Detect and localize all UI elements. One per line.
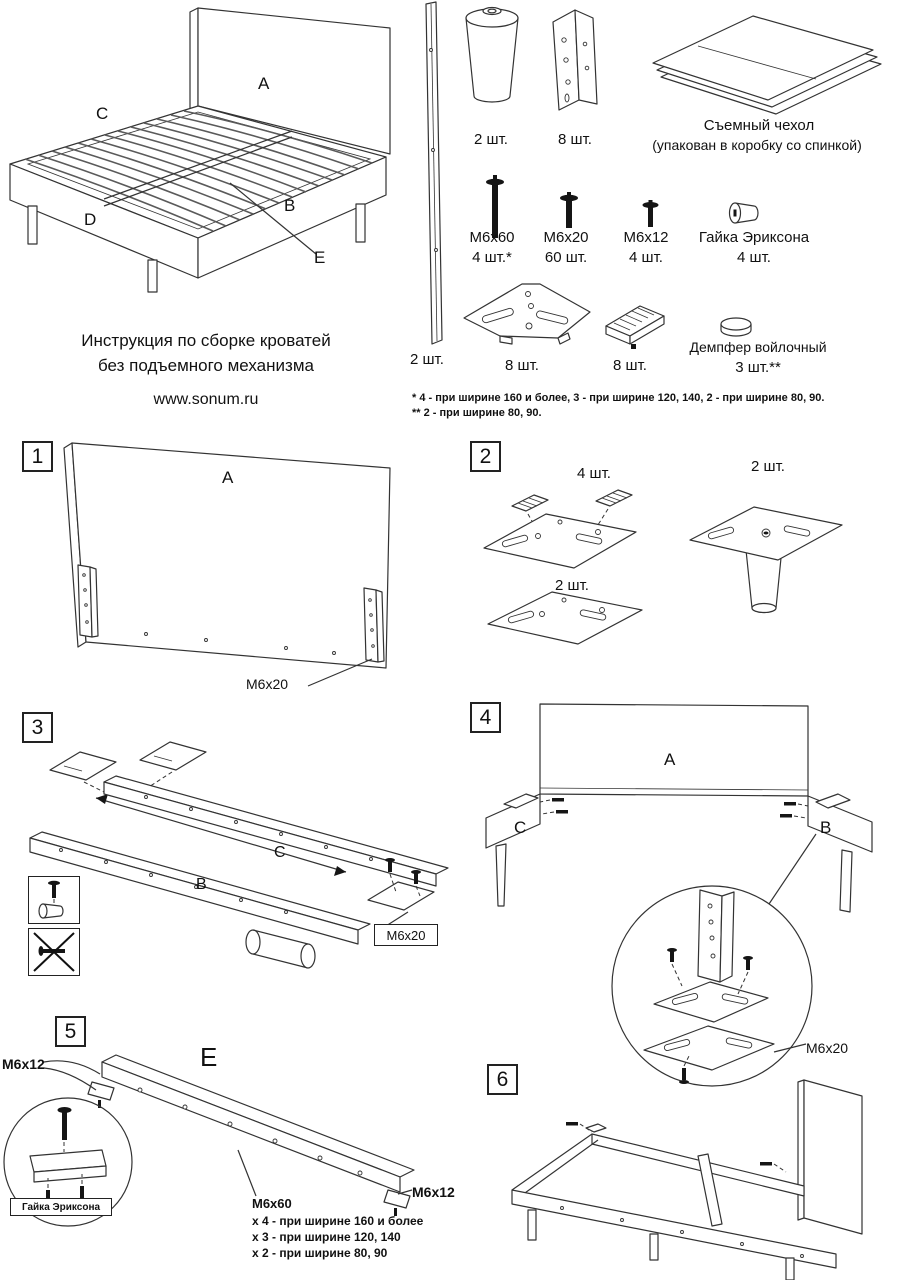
bolt-m6x20-name: М6х20 <box>543 229 589 246</box>
bolt-m6x60-qty: 4 шт.* <box>472 249 512 266</box>
doc-title-line2: без подъемного механизма <box>98 356 314 375</box>
step3-number: 3 <box>22 712 53 743</box>
step1-number: 1 <box>22 441 53 472</box>
footnote-1: * 4 - при ширине 160 и более, 3 - при ши… <box>412 392 825 404</box>
step5-bolt-center-label: М6х60 <box>252 1196 292 1211</box>
step2-qty-bottom: 2 шт. <box>555 577 589 594</box>
step6-frame-drawing <box>511 1079 863 1280</box>
step3-allowed-fastener-icon <box>28 876 80 924</box>
overview-label-b: B <box>284 196 296 215</box>
crossed-out-screw-icon <box>33 932 75 972</box>
bolt-m6x12-icon <box>642 200 659 227</box>
step4-label-b: B <box>820 818 832 837</box>
step2-qty-right: 2 шт. <box>751 458 785 475</box>
rail-qty-label: 2 шт. <box>410 351 444 368</box>
step4-assembly-drawing <box>485 703 873 1087</box>
bolt-m6x60-icon <box>486 175 504 238</box>
step5-bolt-left-label: М6х12 <box>2 1056 45 1072</box>
felt-damper-name: Демпфер войлочный <box>689 339 827 355</box>
step5-bolt-right-label: М6х12 <box>412 1184 455 1200</box>
cover-note-label: (упакован в коробку со спинкой) <box>652 137 862 153</box>
leg-part-drawing <box>465 6 519 103</box>
step2-brackets-drawing <box>483 489 843 645</box>
step5-note-1: х 4 - при ширине 160 и более <box>252 1214 424 1228</box>
step1-label-a: A <box>222 468 234 487</box>
step2-qty-top: 4 шт. <box>577 465 611 482</box>
step6-number: 6 <box>487 1064 518 1095</box>
cover-title-label: Съемный чехол <box>703 117 815 134</box>
erikson-nut-qty: 4 шт. <box>737 249 771 266</box>
bracket-qty-label: 8 шт. <box>558 131 592 148</box>
bracket-part-drawing <box>552 9 598 111</box>
overview-label-d: D <box>84 210 97 229</box>
step5-number: 5 <box>55 1016 86 1047</box>
erikson-nut-name: Гайка Эриксона <box>698 229 810 246</box>
step1-headboard-drawing <box>63 442 391 687</box>
overview-label-c: C <box>96 104 109 123</box>
felt-damper-icon <box>720 317 752 337</box>
step4-bolt-label: М6х20 <box>806 1040 849 1056</box>
website-url: www.sonum.ru <box>153 391 259 408</box>
step4-number: 4 <box>470 702 501 733</box>
step3-label-c: C <box>274 844 286 861</box>
bolt-m6x20-qty: 60 шт. <box>544 249 588 266</box>
cover-part-drawing <box>652 15 882 115</box>
step3-prohibited-fastener-icon <box>28 928 80 976</box>
doc-title-line1: Инструкция по сборке кроватей <box>81 331 331 350</box>
step3-label-b: B <box>196 876 207 893</box>
damper-part-drawing <box>605 305 665 349</box>
side-rail-part-drawing <box>425 1 443 345</box>
step5-note-2: х 3 - при ширине 120, 140 <box>252 1230 401 1244</box>
felt-damper-qty: 3 шт.** <box>735 359 781 376</box>
step3-bolt-label: М6х20 <box>374 924 438 946</box>
step1-bolt-label: М6х20 <box>246 676 289 692</box>
overview-label-a: A <box>258 74 270 93</box>
step4-label-a: A <box>664 750 676 769</box>
bolt-m6x12-qty: 4 шт. <box>629 249 663 266</box>
corner-bracket-part-drawing <box>463 283 591 345</box>
step5-note-3: х 2 - при ширине 80, 90 <box>252 1246 388 1260</box>
leg-qty-label: 2 шт. <box>474 131 508 148</box>
bolt-and-nut-icon <box>38 880 64 919</box>
footnote-2: ** 2 - при ширине 80, 90. <box>412 407 542 419</box>
step4-label-c: C <box>514 818 527 837</box>
step5-center-rail-drawing <box>3 1054 415 1227</box>
corner-bracket-qty-label: 8 шт. <box>505 357 539 374</box>
bolt-m6x12-name: М6х12 <box>623 229 669 246</box>
step5-nut-label: Гайка Эриксона <box>10 1198 112 1216</box>
step3-rails-drawing <box>29 741 449 969</box>
erikson-nut-icon <box>728 202 759 224</box>
step2-number: 2 <box>470 441 501 472</box>
damper-qty-label: 8 шт. <box>613 357 647 374</box>
bolt-m6x20-icon <box>560 192 578 228</box>
step5-label-e: E <box>200 1042 218 1072</box>
bolt-m6x60-name: М6х60 <box>469 229 515 246</box>
overview-label-e: E <box>314 248 326 267</box>
bed-overview-drawing <box>9 7 391 293</box>
